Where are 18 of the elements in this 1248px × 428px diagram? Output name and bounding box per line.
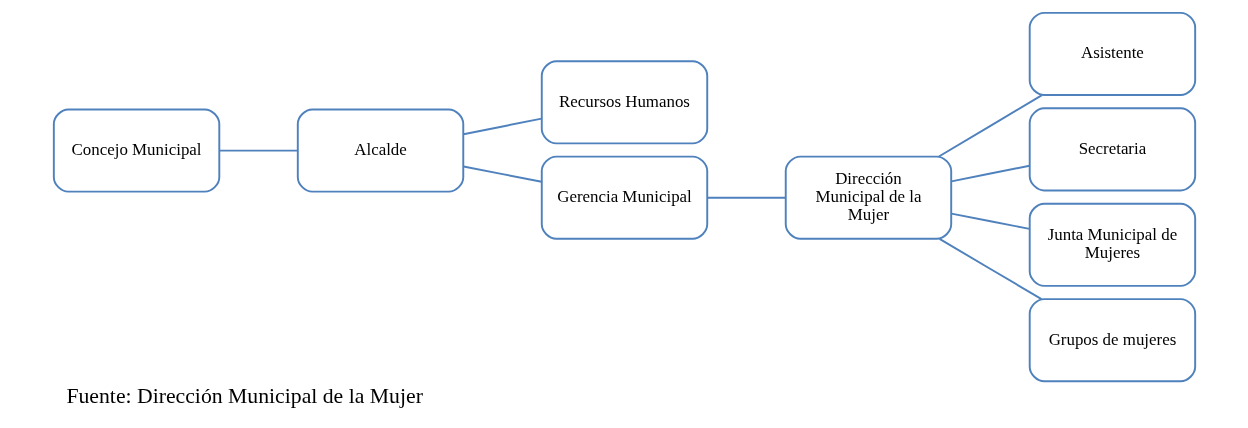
connector xyxy=(218,149,299,152)
node-box: Concejo Municipal xyxy=(52,108,220,193)
node-box: Secretaria xyxy=(1028,107,1196,192)
node-box: Junta Municipal de Mujeres xyxy=(1028,202,1196,287)
node-box: Dirección Municipal de la Mujer xyxy=(784,155,952,240)
node-box: Grupos de mujeres xyxy=(1028,298,1196,383)
connector xyxy=(706,196,787,199)
connector xyxy=(938,237,1042,301)
node-box: Alcalde xyxy=(296,108,464,193)
connector xyxy=(950,212,1030,230)
connector xyxy=(462,117,543,136)
connector xyxy=(937,94,1043,158)
caption: Fuente: Dirección Municipal de la Mujer xyxy=(65,384,423,409)
connector xyxy=(462,165,543,183)
node-box: Asistente xyxy=(1028,11,1196,96)
node-box: Recursos Humanos xyxy=(540,60,708,145)
node-box: Gerencia Municipal xyxy=(540,155,708,240)
connector xyxy=(950,164,1030,183)
